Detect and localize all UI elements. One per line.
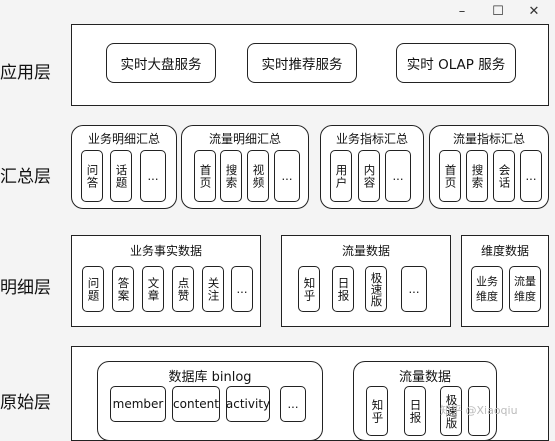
- group-business-metric-summary: 业务指标汇总 用户 内容 ...: [320, 125, 424, 209]
- item-more: ...: [274, 150, 300, 202]
- group-traffic-detail-summary: 流量明细汇总 首页 搜索 视频 ...: [181, 125, 309, 209]
- layer-label-raw: 原始层: [0, 393, 51, 413]
- group-raw-traffic-data: 流量数据 知乎 日报 极速版: [353, 361, 497, 441]
- group-title: 流量指标汇总: [452, 132, 525, 146]
- layer-label-summary: 汇总层: [0, 167, 51, 187]
- item-users: 用户: [330, 150, 352, 202]
- item-more: ...: [231, 266, 253, 312]
- item-more: ...: [140, 150, 166, 202]
- minimize-button[interactable]: –: [458, 4, 466, 19]
- layer-label-application: 应用层: [0, 63, 51, 83]
- item-questions: 问答: [81, 150, 103, 202]
- application-layer-box: 实时大盘服务 实时推荐服务 实时 OLAP 服务: [71, 24, 549, 106]
- item-more: ...: [385, 150, 411, 202]
- maximize-button[interactable]: ☐: [492, 4, 504, 19]
- group-traffic-data: 流量数据 知乎 日报 极速版 ...: [281, 235, 451, 327]
- item-lite: 极速版: [440, 386, 462, 436]
- item-likes: 点赞: [172, 266, 194, 312]
- item-content: 内容: [358, 150, 380, 202]
- window-controls: – ☐ ✕: [455, 4, 541, 19]
- group-dimension-data: 维度数据 业务维度 流量维度: [461, 235, 549, 327]
- item-questions: 问题: [82, 266, 104, 312]
- item-traffic-dimension: 流量维度: [509, 266, 541, 312]
- group-business-detail-summary: 业务明细汇总 问答 话题 ...: [71, 125, 177, 209]
- group-title: 流量数据: [341, 244, 390, 258]
- item-follows: 关注: [202, 266, 224, 312]
- item-daily: 日报: [332, 266, 354, 312]
- item-topics: 话题: [110, 150, 132, 202]
- raw-layer-box: 数据库 binlog member content activity ... 流…: [71, 346, 549, 441]
- item-member: member: [110, 386, 166, 422]
- item-more: ...: [401, 266, 427, 312]
- group-title: 业务明细汇总: [87, 132, 160, 146]
- group-database-binlog: 数据库 binlog member content activity ...: [97, 361, 323, 441]
- item-answers: 答案: [112, 266, 134, 312]
- item-daily: 日报: [404, 386, 426, 436]
- watermark: 知乎 @Xiaoqiu: [440, 404, 518, 417]
- group-title: 流量数据: [398, 370, 451, 385]
- item-articles: 文章: [142, 266, 164, 312]
- group-title: 维度数据: [480, 244, 529, 258]
- item-more: ...: [520, 150, 542, 202]
- group-title: 数据库 binlog: [168, 370, 252, 385]
- item-homepage: 首页: [439, 150, 461, 202]
- realtime-olap-service: 实时 OLAP 服务: [396, 43, 516, 83]
- item-homepage: 首页: [194, 150, 216, 202]
- item-video: 视频: [247, 150, 269, 202]
- item-more: ...: [280, 386, 306, 422]
- realtime-dashboard-service: 实时大盘服务: [106, 43, 216, 83]
- group-title: 业务事实数据: [129, 244, 202, 258]
- item-business-dimension: 业务维度: [471, 266, 503, 312]
- item-zhihu: 知乎: [366, 386, 388, 436]
- item-session: 会话: [493, 150, 515, 202]
- group-title: 业务指标汇总: [335, 132, 408, 146]
- group-title: 流量明细汇总: [208, 132, 281, 146]
- close-button[interactable]: ✕: [528, 4, 540, 19]
- item-search: 搜索: [220, 150, 242, 202]
- layer-label-detail: 明细层: [0, 278, 51, 298]
- item-activity: activity: [226, 386, 270, 422]
- group-business-fact-data: 业务事实数据 问题 答案 文章 点赞 关注 ...: [71, 235, 261, 327]
- realtime-recommend-service: 实时推荐服务: [247, 43, 357, 83]
- item-zhihu: 知乎: [298, 266, 320, 312]
- group-traffic-metric-summary: 流量指标汇总 首页 搜索 会话 ...: [429, 125, 549, 209]
- item-content: content: [172, 386, 220, 422]
- item-lite: 极速版: [365, 266, 387, 312]
- item-search: 搜索: [466, 150, 488, 202]
